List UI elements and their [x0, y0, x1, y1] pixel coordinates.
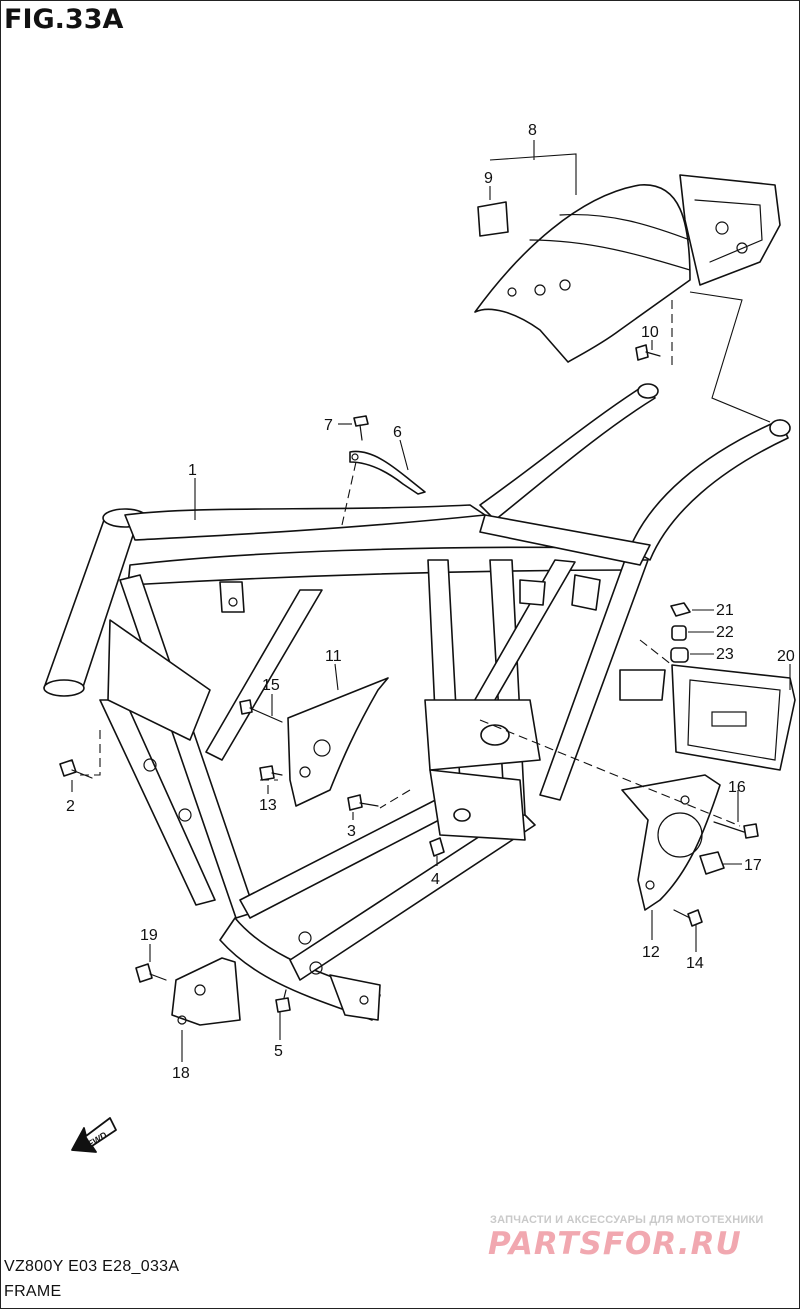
callout-4: 4 — [431, 871, 440, 888]
callout-8: 8 — [528, 122, 537, 139]
plate-18-drawing — [171, 957, 241, 1026]
callout-19: 19 — [140, 927, 158, 944]
bolt-7-drawing — [353, 415, 369, 441]
bolts-drawing — [59, 344, 759, 1013]
rear-fender-drawing — [474, 174, 781, 363]
assembly-lines — [76, 291, 771, 827]
figure-title: FIG.33A — [4, 4, 124, 35]
section-name: FRAME — [4, 1283, 62, 1300]
callout-21: 21 — [716, 602, 734, 619]
model-code: VZ800Y E03 E28_033A — [4, 1258, 180, 1275]
callout-14: 14 — [686, 955, 704, 972]
callout-6: 6 — [393, 424, 402, 441]
callout-22: 22 — [716, 624, 734, 641]
watermark-tagline: ЗАПЧАСТИ И АКСЕССУАРЫ ДЛЯ МОТОТЕХНИКИ — [490, 1214, 764, 1226]
callout-labels: 1 2 3 4 5 6 7 8 9 10 11 12 13 14 15 16 1… — [66, 122, 795, 1082]
callout-13: 13 — [259, 797, 277, 814]
cap-17-drawing — [699, 851, 725, 875]
callout-15: 15 — [262, 677, 280, 694]
callout-10: 10 — [641, 324, 659, 341]
callout-18: 18 — [172, 1065, 190, 1082]
callout-1: 1 — [188, 462, 197, 479]
main-frame-drawing — [43, 383, 791, 1021]
callout-17: 17 — [744, 857, 762, 874]
callout-12: 12 — [642, 944, 660, 961]
bracket-20-drawing — [671, 664, 796, 771]
callout-16: 16 — [728, 779, 746, 796]
fwd-arrow: FWD — [71, 1117, 117, 1153]
cover-11-drawing — [287, 677, 389, 807]
callout-11: 11 — [325, 648, 342, 665]
bracket-6-drawing — [349, 450, 426, 495]
callout-9: 9 — [484, 170, 493, 187]
callout-7: 7 — [324, 417, 333, 434]
grommets-21-22-23-drawing — [670, 602, 691, 663]
callout-3: 3 — [347, 823, 356, 840]
callout-20: 20 — [777, 648, 795, 665]
callout-23: 23 — [716, 646, 734, 663]
watermark-logo: PARTSFOR.RU — [488, 1226, 742, 1262]
callout-2: 2 — [66, 798, 75, 815]
bracket-12-drawing — [621, 774, 721, 911]
leader-lines — [71, 140, 791, 1062]
callout-5: 5 — [274, 1043, 283, 1060]
